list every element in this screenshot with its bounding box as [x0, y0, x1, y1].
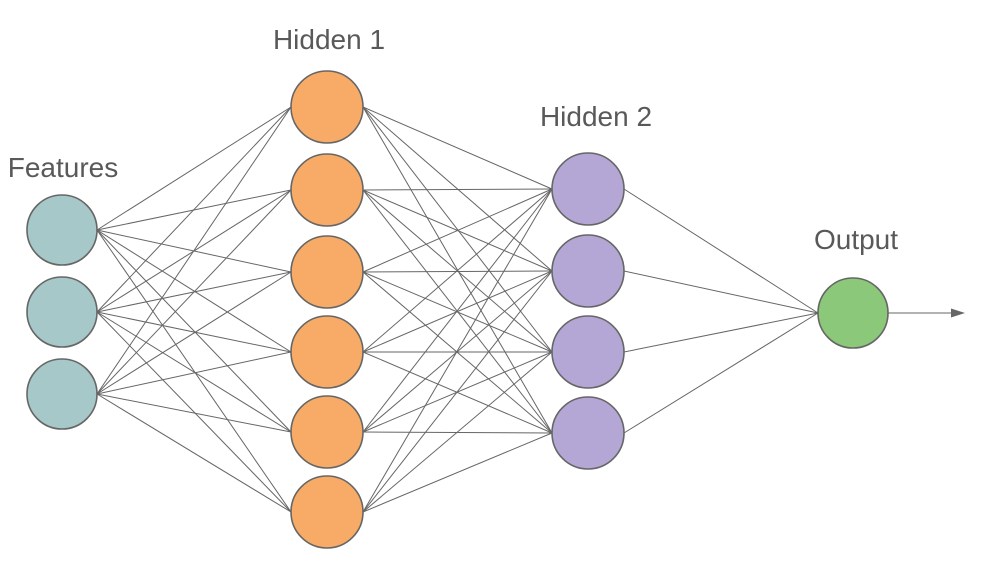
- edge-features-hidden1: [96, 271, 292, 395]
- node-hidden1-6: [290, 475, 364, 549]
- node-features-1: [26, 194, 98, 266]
- node-hidden2-1: [551, 152, 625, 226]
- edge-hidden1-hidden2: [362, 106, 553, 353]
- node-hidden1-5: [290, 395, 364, 469]
- edge-features-hidden1: [96, 311, 292, 353]
- edge-hidden1-hidden2: [362, 351, 553, 513]
- edge-hidden1-hidden2: [362, 188, 553, 191]
- edge-hidden2-output: [623, 270, 819, 314]
- node-hidden1-2: [290, 153, 364, 227]
- label-output: Output: [813, 224, 899, 255]
- edge-features-hidden1: [96, 106, 292, 395]
- edge-hidden1-hidden2: [362, 270, 553, 353]
- node-output-1: [817, 277, 889, 349]
- edge-hidden2-output: [623, 312, 819, 353]
- edge-features-hidden1: [96, 311, 292, 433]
- node-features-2: [26, 276, 98, 348]
- edge-hidden1-hidden2: [362, 270, 553, 513]
- edge-features-hidden1: [96, 393, 292, 513]
- node-hidden2-2: [551, 234, 625, 308]
- edge-hidden1-hidden2: [362, 188, 553, 433]
- edge-features-hidden1: [96, 229, 292, 513]
- label-features: Features: [7, 152, 119, 183]
- edge-hidden1-hidden2: [362, 106, 553, 190]
- edge-features-hidden1: [96, 189, 292, 395]
- edge-hidden1-hidden2: [362, 188, 553, 273]
- node-features-3: [26, 358, 98, 430]
- edge-hidden1-hidden2: [362, 270, 553, 273]
- edge-features-hidden1: [96, 229, 292, 353]
- edge-hidden1-hidden2: [362, 432, 553, 513]
- output-arrowhead-icon: [951, 308, 965, 318]
- node-hidden1-1: [290, 70, 364, 144]
- node-hidden1-4: [290, 315, 364, 389]
- edge-hidden1-hidden2: [362, 270, 553, 433]
- edge-hidden1-hidden2: [362, 188, 553, 353]
- edge-features-hidden1: [96, 106, 292, 231]
- edge-hidden1-hidden2: [362, 188, 553, 513]
- node-hidden1-3: [290, 235, 364, 309]
- edge-features-hidden1: [96, 106, 292, 313]
- edge-hidden2-output: [623, 312, 819, 434]
- edge-features-hidden1: [96, 351, 292, 395]
- edge-features-hidden1: [96, 393, 292, 433]
- edge-features-hidden1: [96, 229, 292, 433]
- node-hidden2-4: [551, 396, 625, 470]
- label-hidden1: Hidden 1: [272, 24, 386, 55]
- label-hidden2: Hidden 2: [539, 101, 653, 132]
- node-hidden2-3: [551, 315, 625, 389]
- edge-hidden2-output: [623, 188, 819, 314]
